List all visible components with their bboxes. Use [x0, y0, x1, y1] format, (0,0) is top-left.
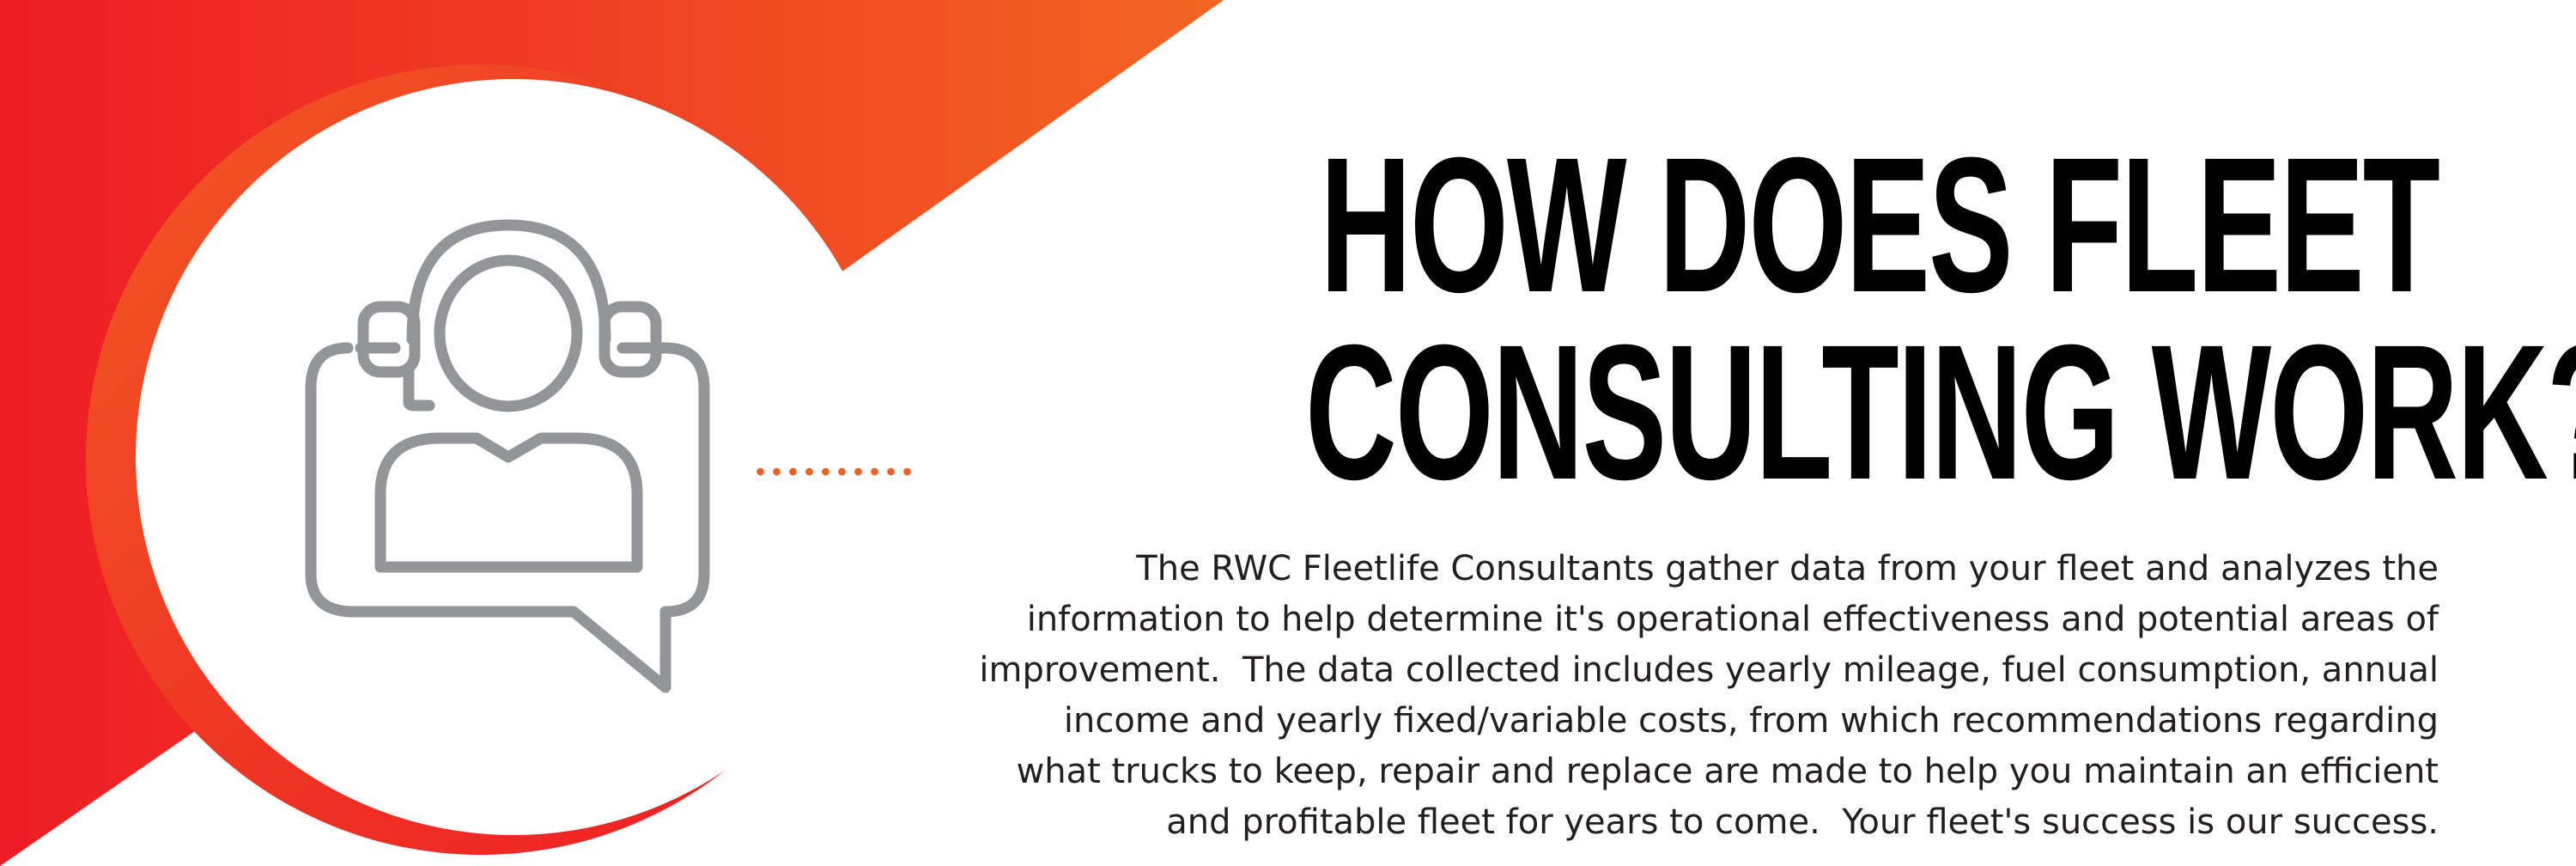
- head-icon: [434, 254, 583, 412]
- description-line: improvement. The data collected includes…: [979, 650, 2439, 690]
- left-earcup-icon: [357, 301, 421, 378]
- headset-band-icon: [406, 219, 611, 345]
- headline-line-2: CONSULTING WORK?: [1305, 305, 2576, 520]
- description-line: The RWC Fleetlife Consultants gather dat…: [1136, 549, 2439, 589]
- description-line: what trucks to keep, repair and replace …: [1016, 752, 2439, 791]
- description-line: information to help determine it's opera…: [1026, 600, 2439, 639]
- description-paragraph: The RWC Fleetlife Consultants gather dat…: [721, 544, 2439, 848]
- description-line: and profitable fleet for years to come. …: [1166, 802, 2439, 842]
- dotted-connector: [752, 467, 915, 476]
- microphone-icon: [403, 366, 435, 412]
- body-icon: [374, 432, 643, 573]
- customer-support-icon: [305, 219, 710, 693]
- headline-line-1: HOW DOES FLEET: [1320, 118, 2440, 332]
- description-line: income and yearly fixed/variable costs, …: [1063, 701, 2439, 741]
- right-earcup-icon: [598, 301, 662, 378]
